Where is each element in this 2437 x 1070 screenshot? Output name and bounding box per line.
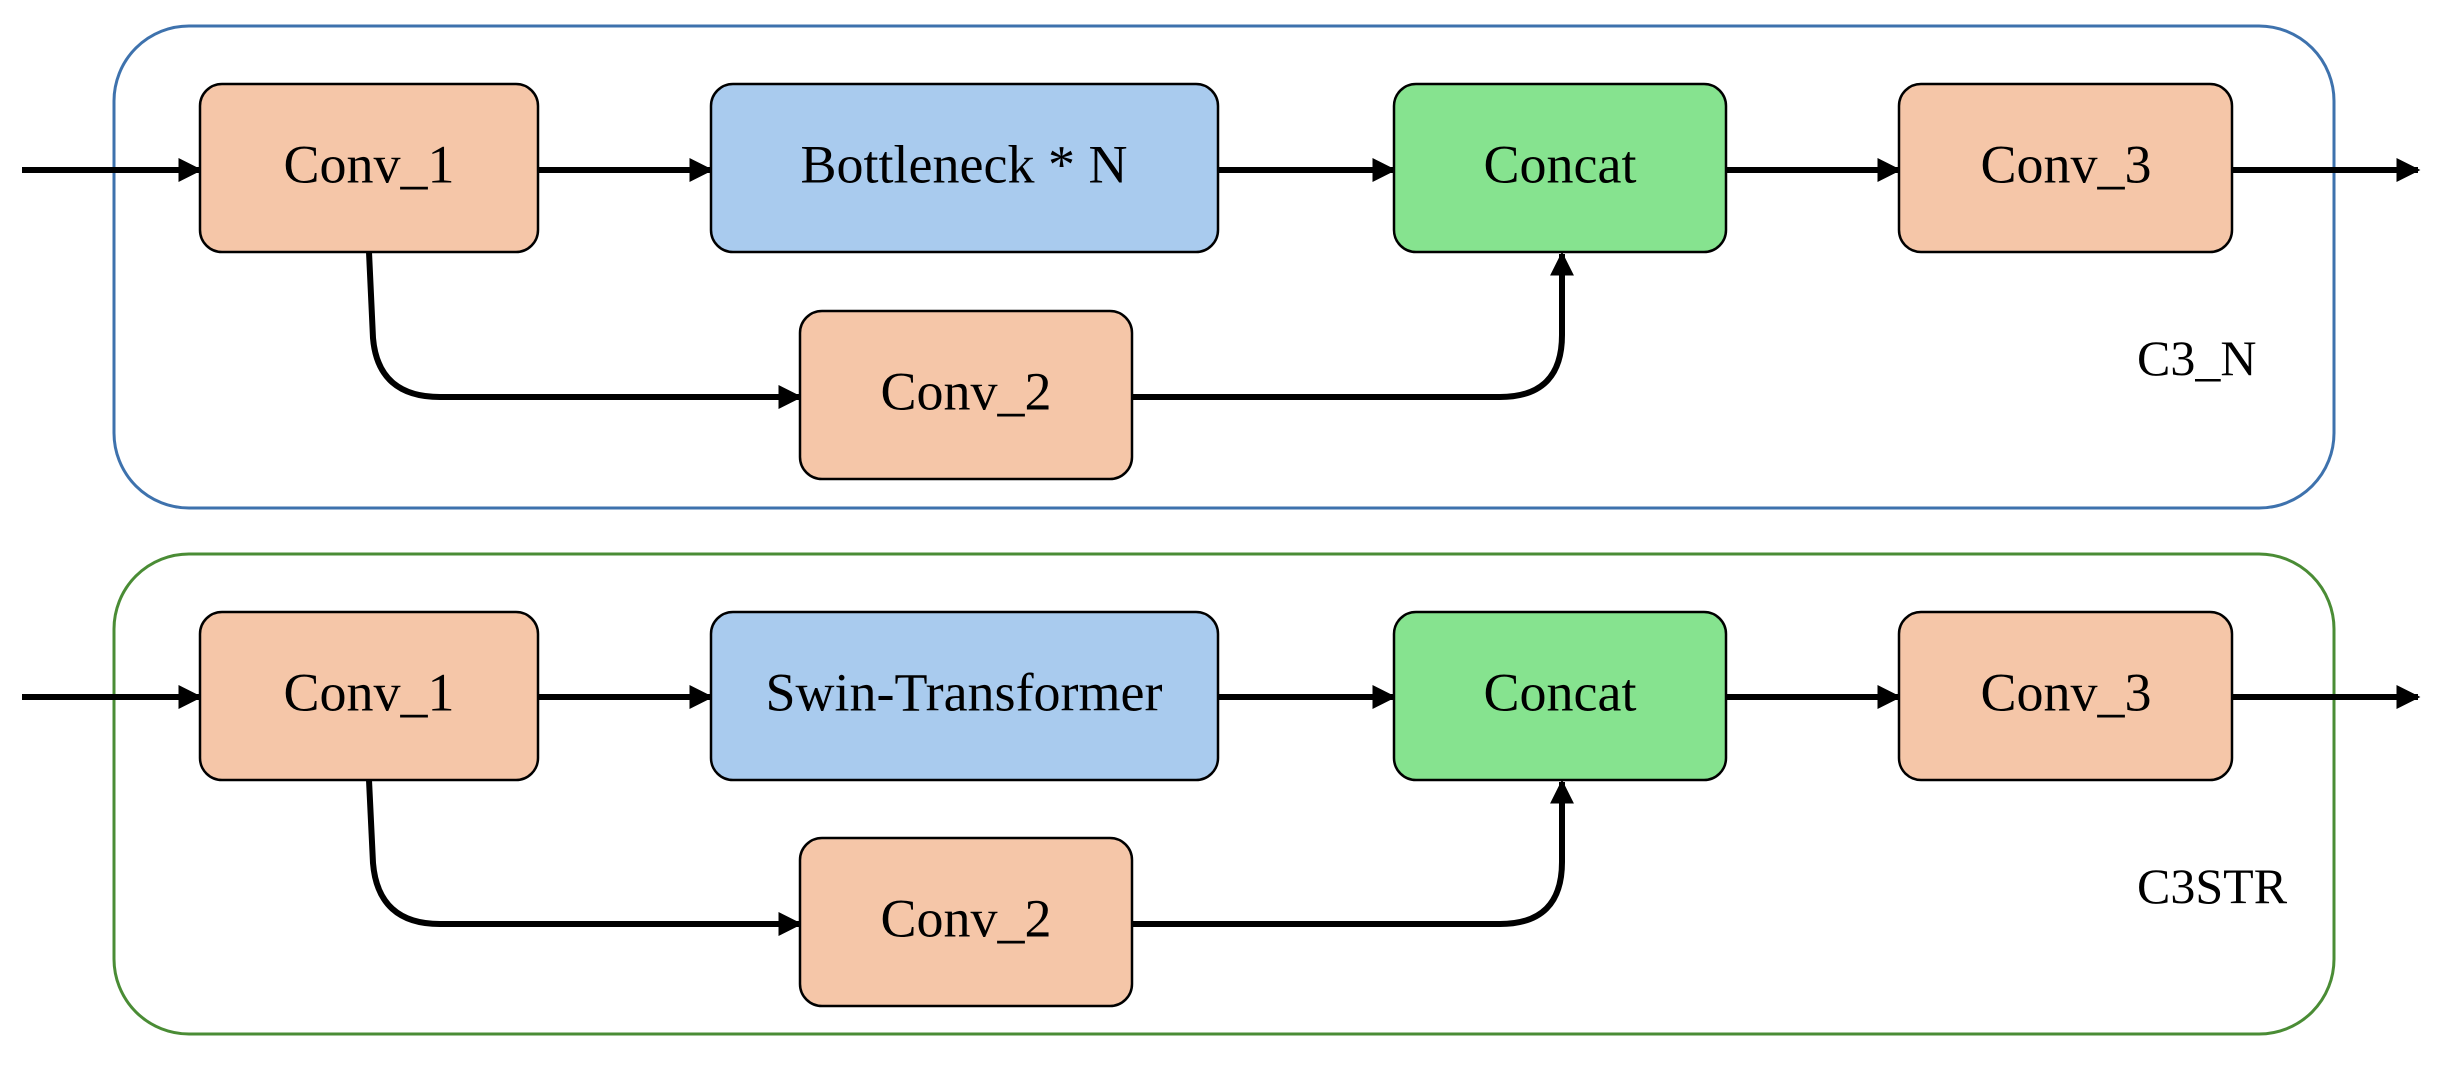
conv3-node: Conv_3 (1897, 610, 2234, 782)
concat-box (1392, 82, 1728, 254)
panel-c3str-frame (112, 552, 2336, 1036)
conv1-label: Conv_1 (283, 662, 454, 722)
panel-c3str: Conv_1 Swin-Transformer Concat Conv_3 Co… (22, 552, 2421, 1036)
bottleneck-box (709, 82, 1220, 254)
panel-c3-n: Conv_1 Bottleneck * N Concat Conv_3 Conv… (22, 24, 2421, 510)
conv1-box (198, 82, 540, 254)
conv2-to-concat-arrow (1132, 251, 1574, 400)
concat-box (1392, 610, 1728, 782)
concat-label: Concat (1484, 662, 1637, 722)
conv2-node: Conv_2 (798, 309, 1134, 481)
conv1-to-conv2-arrow (366, 251, 803, 409)
concat-node: Concat (1392, 82, 1728, 254)
panel-c3str-label: C3STR (2137, 858, 2288, 914)
conv1-box (198, 610, 540, 782)
conv3-label: Conv_3 (1980, 134, 2151, 194)
conv1-node: Conv_1 (198, 610, 540, 782)
conv1-node: Conv_1 (198, 82, 540, 254)
conv2-to-concat-arrow (1132, 779, 1574, 927)
concat-label: Concat (1484, 134, 1637, 194)
swin-transformer-node: Swin-Transformer (709, 610, 1220, 782)
conv3-box (1897, 82, 2234, 254)
bottleneck-node: Bottleneck * N (709, 82, 1220, 254)
panel-c3-n-label: C3_N (2137, 330, 2256, 386)
conv3-box (1897, 610, 2234, 782)
panel-c3-n-frame (112, 24, 2336, 510)
conv1-label: Conv_1 (283, 134, 454, 194)
conv2-box (798, 309, 1134, 481)
concat-node: Concat (1392, 610, 1728, 782)
conv1-to-conv2-arrow (366, 779, 803, 936)
conv3-label: Conv_3 (1980, 662, 2151, 722)
conv2-node: Conv_2 (798, 836, 1134, 1008)
conv2-label: Conv_2 (880, 888, 1051, 948)
swin-transformer-label: Swin-Transformer (766, 662, 1163, 722)
bottleneck-label: Bottleneck * N (801, 134, 1128, 194)
conv2-box (798, 836, 1134, 1008)
swin-transformer-box (709, 610, 1220, 782)
conv3-node: Conv_3 (1897, 82, 2234, 254)
conv2-label: Conv_2 (880, 361, 1051, 421)
